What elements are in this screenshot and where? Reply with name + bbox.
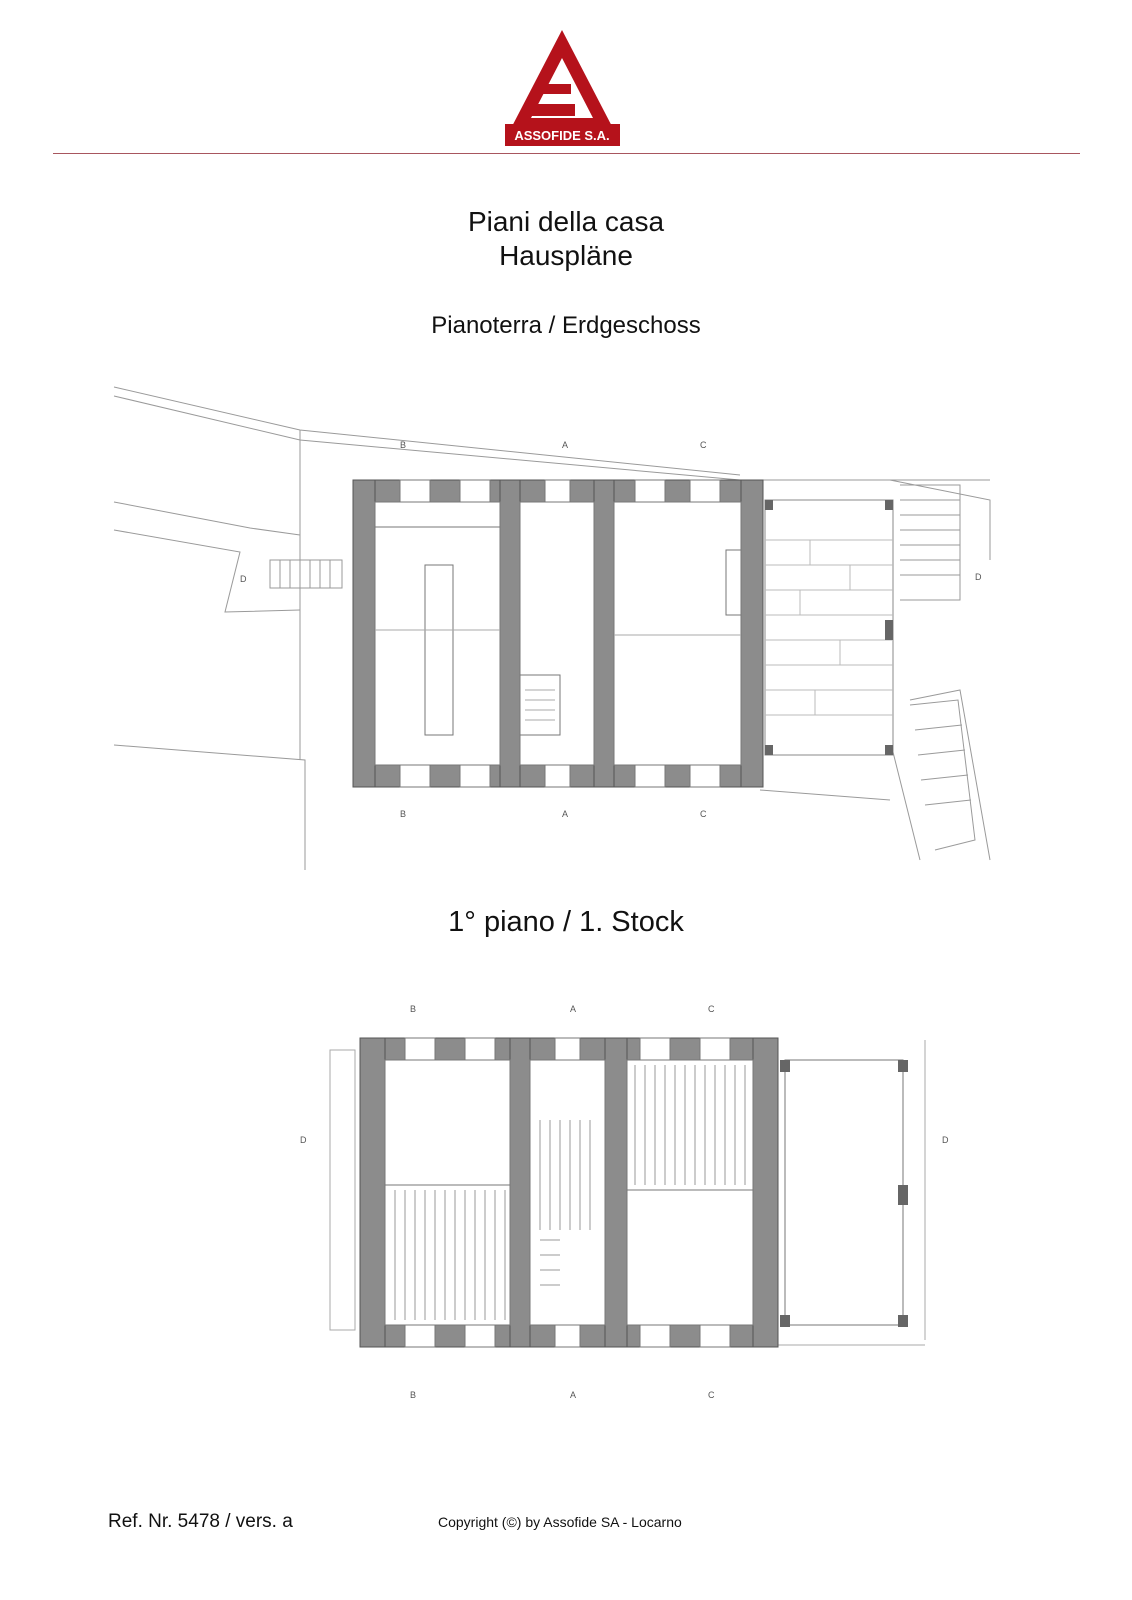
first-floor-title: 1° piano / 1. Stock [448,906,684,938]
svg-text:A: A [570,1004,576,1014]
svg-text:B: B [410,1390,416,1400]
document-title-de: Hauspläne [499,240,633,271]
reference-number: Ref. Nr. 5478 / vers. a [108,1511,293,1532]
svg-text:A: A [562,440,568,450]
assofide-logo: ASSOFIDE S.A. [505,30,620,146]
svg-text:D: D [975,572,982,582]
ground-floor-title: Pianoterra / Erdgeschoss [431,312,701,339]
ground-floor-plan: B A C B A C D D [113,386,991,870]
svg-text:B: B [400,440,406,450]
svg-text:C: C [700,440,707,450]
svg-text:A: A [562,809,568,819]
svg-text:D: D [240,574,247,584]
copyright-notice: Copyright (©) by Assofide SA - Locarno [438,1514,682,1530]
svg-text:B: B [410,1004,416,1014]
document-title: Piani della casa [467,206,665,237]
svg-text:A: A [570,1390,576,1400]
first-floor-plan: B A C B A C D D [300,1004,949,1400]
svg-text:B: B [400,809,406,819]
header-divider [53,153,1080,154]
svg-text:C: C [708,1004,715,1014]
svg-text:C: C [708,1390,715,1400]
svg-text:D: D [942,1135,949,1145]
svg-text:ASSOFIDE S.A.: ASSOFIDE S.A. [514,128,609,143]
svg-text:D: D [300,1135,307,1145]
svg-text:C: C [700,809,707,819]
